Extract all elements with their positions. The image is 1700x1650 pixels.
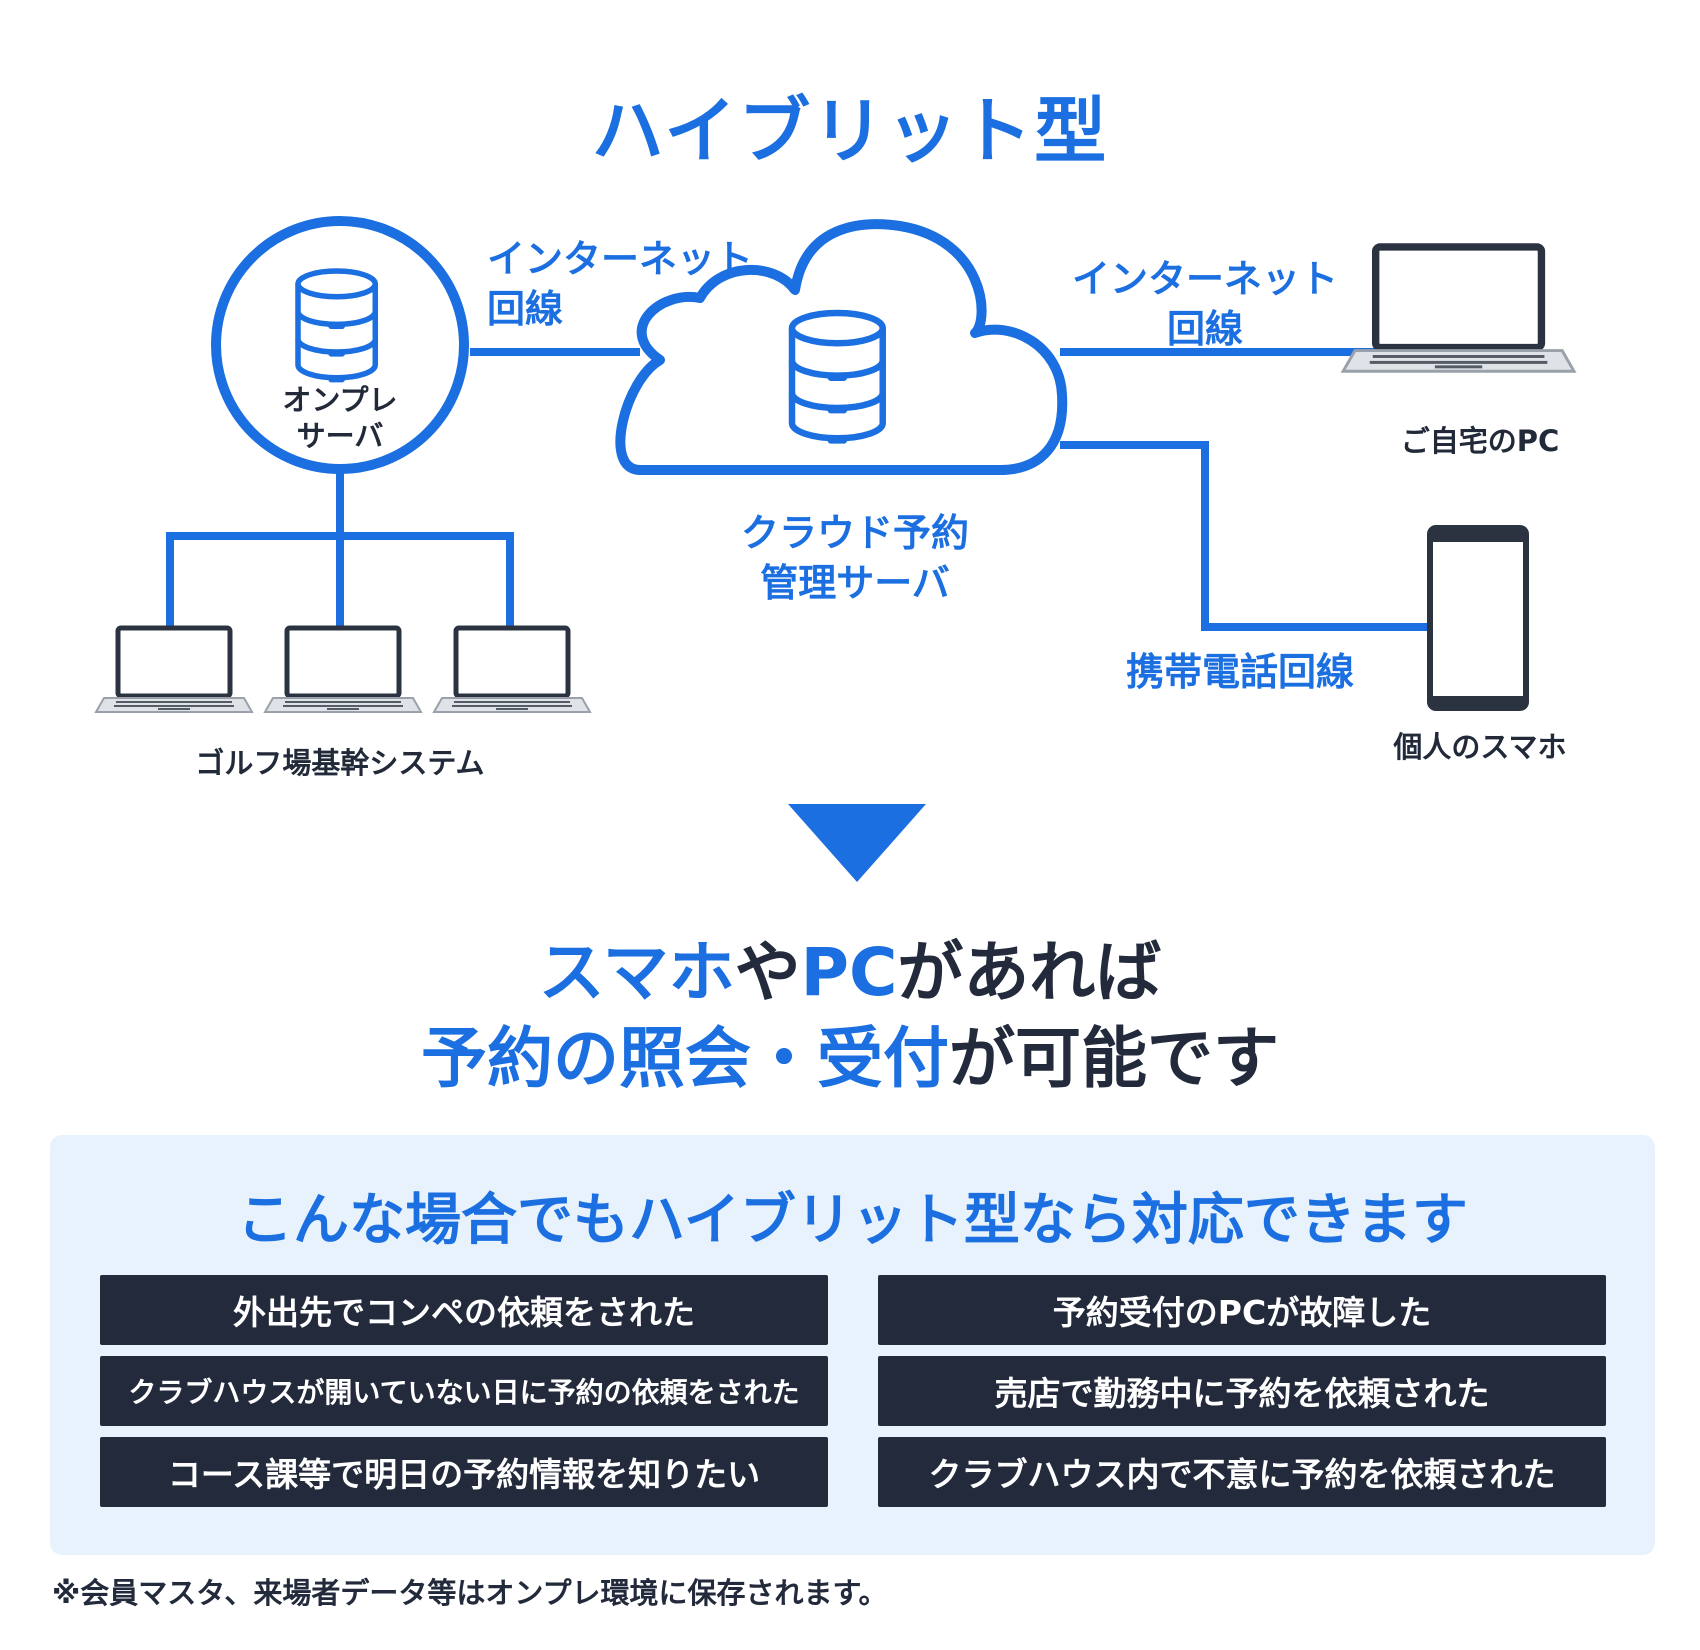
- smartphone-icon: [1427, 525, 1529, 711]
- mobile-line-label: 携帯電話回線: [1125, 650, 1354, 694]
- case-left-1: 外出先でコンペの依頼をされた: [100, 1275, 828, 1345]
- headline-connector-text: や: [734, 934, 801, 1011]
- internet-right-label: インターネット 回線: [1060, 254, 1350, 354]
- headline-line2: 予約の照会・受付が可能です: [0, 1016, 1700, 1102]
- case-right-2: 売店で勤務中に予約を依頼された: [878, 1356, 1606, 1426]
- onprem-branch-line: [166, 532, 514, 630]
- onprem-label-line2: サーバ: [296, 419, 384, 453]
- cloud-label-line2: 管理サーバ: [760, 561, 950, 605]
- headline-if-text: があれば: [897, 934, 1162, 1011]
- footnote: ※会員マスタ、来場者データ等はオンプレ環境に保存されます。: [52, 1576, 888, 1610]
- down-arrow-icon: [788, 804, 926, 882]
- cloud-label-line1: クラウド予約: [740, 511, 969, 555]
- headline-smartphone-text: スマホ: [538, 934, 735, 1011]
- mobile-line: [1060, 441, 1427, 631]
- home-pc-label: ご自宅のPC: [1400, 424, 1560, 458]
- headline-possible-text: が可能です: [949, 1020, 1279, 1097]
- page-title: ハイブリット型: [591, 89, 1109, 173]
- case-left-2: クラブハウスが開いていない日に予約の依頼をされた: [100, 1356, 828, 1426]
- headline-line1: スマホやPCがあれば: [0, 930, 1700, 1016]
- office-laptop-1-icon: [96, 628, 252, 712]
- onprem-label-line1: オンプレ: [282, 383, 398, 417]
- headline-reservation-text: 予約の照会・受付: [421, 1020, 949, 1097]
- internet-right-line2: 回線: [1166, 307, 1243, 351]
- internet-left-line1: インターネット: [487, 237, 754, 281]
- cloud-database-icon: [792, 313, 883, 440]
- case-left-3: コース課等で明日の予約情報を知りたい: [100, 1437, 828, 1507]
- case-right-1: 予約受付のPCが故障した: [878, 1275, 1606, 1345]
- internet-right-line1: インターネット: [1071, 257, 1338, 301]
- office-laptop-2-icon: [265, 628, 421, 712]
- cloud-server-label: クラウド予約 管理サーバ: [700, 508, 1010, 608]
- network-diagram: [0, 216, 1700, 882]
- internet-left-label: インターネット 回線: [487, 234, 753, 334]
- onprem-database-icon: [298, 271, 375, 380]
- golf-system-label: ゴルフ場基幹システム: [195, 746, 485, 780]
- smartphone-label: 個人のスマホ: [1393, 730, 1567, 764]
- case-right-3: クラブハウス内で不意に予約を依頼された: [878, 1437, 1606, 1507]
- headline: スマホやPCがあれば 予約の照会・受付が可能です: [0, 930, 1700, 1102]
- headline-pc-text: PC: [800, 934, 898, 1011]
- panel-title: こんな場合でもハイブリット型なら対応できます: [237, 1188, 1468, 1253]
- office-laptop-3-icon: [434, 628, 590, 712]
- home-laptop-icon: [1343, 247, 1574, 371]
- onprem-label: オンプレ サーバ: [240, 382, 440, 454]
- internet-left-line2: 回線: [487, 287, 564, 331]
